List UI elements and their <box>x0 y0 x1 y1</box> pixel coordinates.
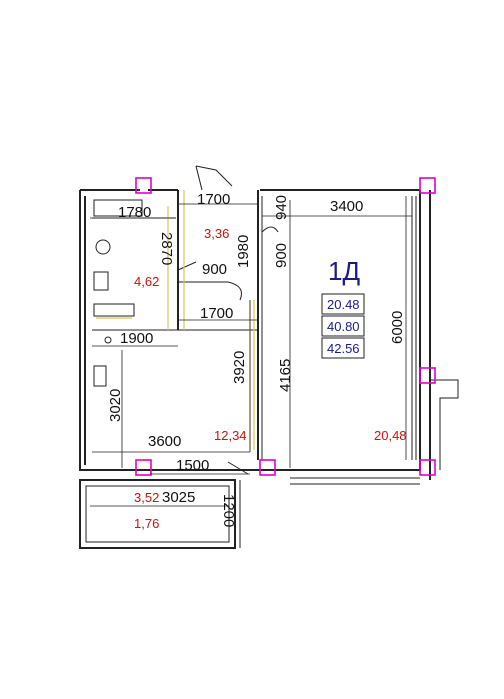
column-top-right <box>419 177 436 194</box>
area-balcony: 3,52 <box>134 490 159 505</box>
column-top-left <box>135 177 152 194</box>
area-bathroom: 4,62 <box>134 274 159 289</box>
column-bottom-right <box>419 459 436 476</box>
dim-900-vertical: 900 <box>273 243 290 268</box>
entry-door <box>195 165 233 191</box>
column-bottom-left <box>135 459 152 476</box>
dim-4165: 4165 <box>277 359 294 392</box>
room-areas: 3,36 4,62 12,34 20,48 3,52 1,76 <box>134 226 407 531</box>
dimension-lines <box>90 196 412 507</box>
dim-1700-mid: 1700 <box>200 305 233 322</box>
dim-3400: 3400 <box>330 198 363 215</box>
area-hall: 3,36 <box>204 226 229 241</box>
info-living-area: 20.48 <box>327 297 360 312</box>
dimension-labels: 1780 1700 3400 940 1980 2870 900 900 170… <box>107 191 406 527</box>
column-right-mid <box>419 367 436 384</box>
dim-3920: 3920 <box>231 351 248 384</box>
apartment-title: 1Д <box>328 256 360 286</box>
area-living: 20,48 <box>374 428 407 443</box>
dim-1780: 1780 <box>118 204 151 221</box>
bathroom-fixtures <box>93 199 143 387</box>
dim-6000: 6000 <box>389 311 406 344</box>
door-swings <box>177 226 279 475</box>
dim-1200: 1200 <box>220 494 237 527</box>
dim-1500: 1500 <box>176 457 209 474</box>
dim-900-mid: 900 <box>202 261 227 278</box>
dim-2870: 2870 <box>158 232 175 265</box>
column-bottom-mid <box>259 459 276 476</box>
dim-1980: 1980 <box>235 235 252 268</box>
info-gross-area: 42.56 <box>327 341 360 356</box>
dim-3020: 3020 <box>107 389 124 422</box>
dim-940: 940 <box>273 195 290 220</box>
area-kitchen: 12,34 <box>214 428 247 443</box>
dim-3025: 3025 <box>162 489 195 506</box>
dim-1700-top: 1700 <box>197 191 230 208</box>
apartment-info: 1Д 20.48 40.80 42.56 <box>321 256 365 359</box>
area-balcony-reduced: 1,76 <box>134 516 159 531</box>
structural-columns <box>135 177 436 476</box>
dim-1900: 1900 <box>120 330 153 347</box>
info-total-area: 40.80 <box>327 319 360 334</box>
dim-3600: 3600 <box>148 433 181 450</box>
